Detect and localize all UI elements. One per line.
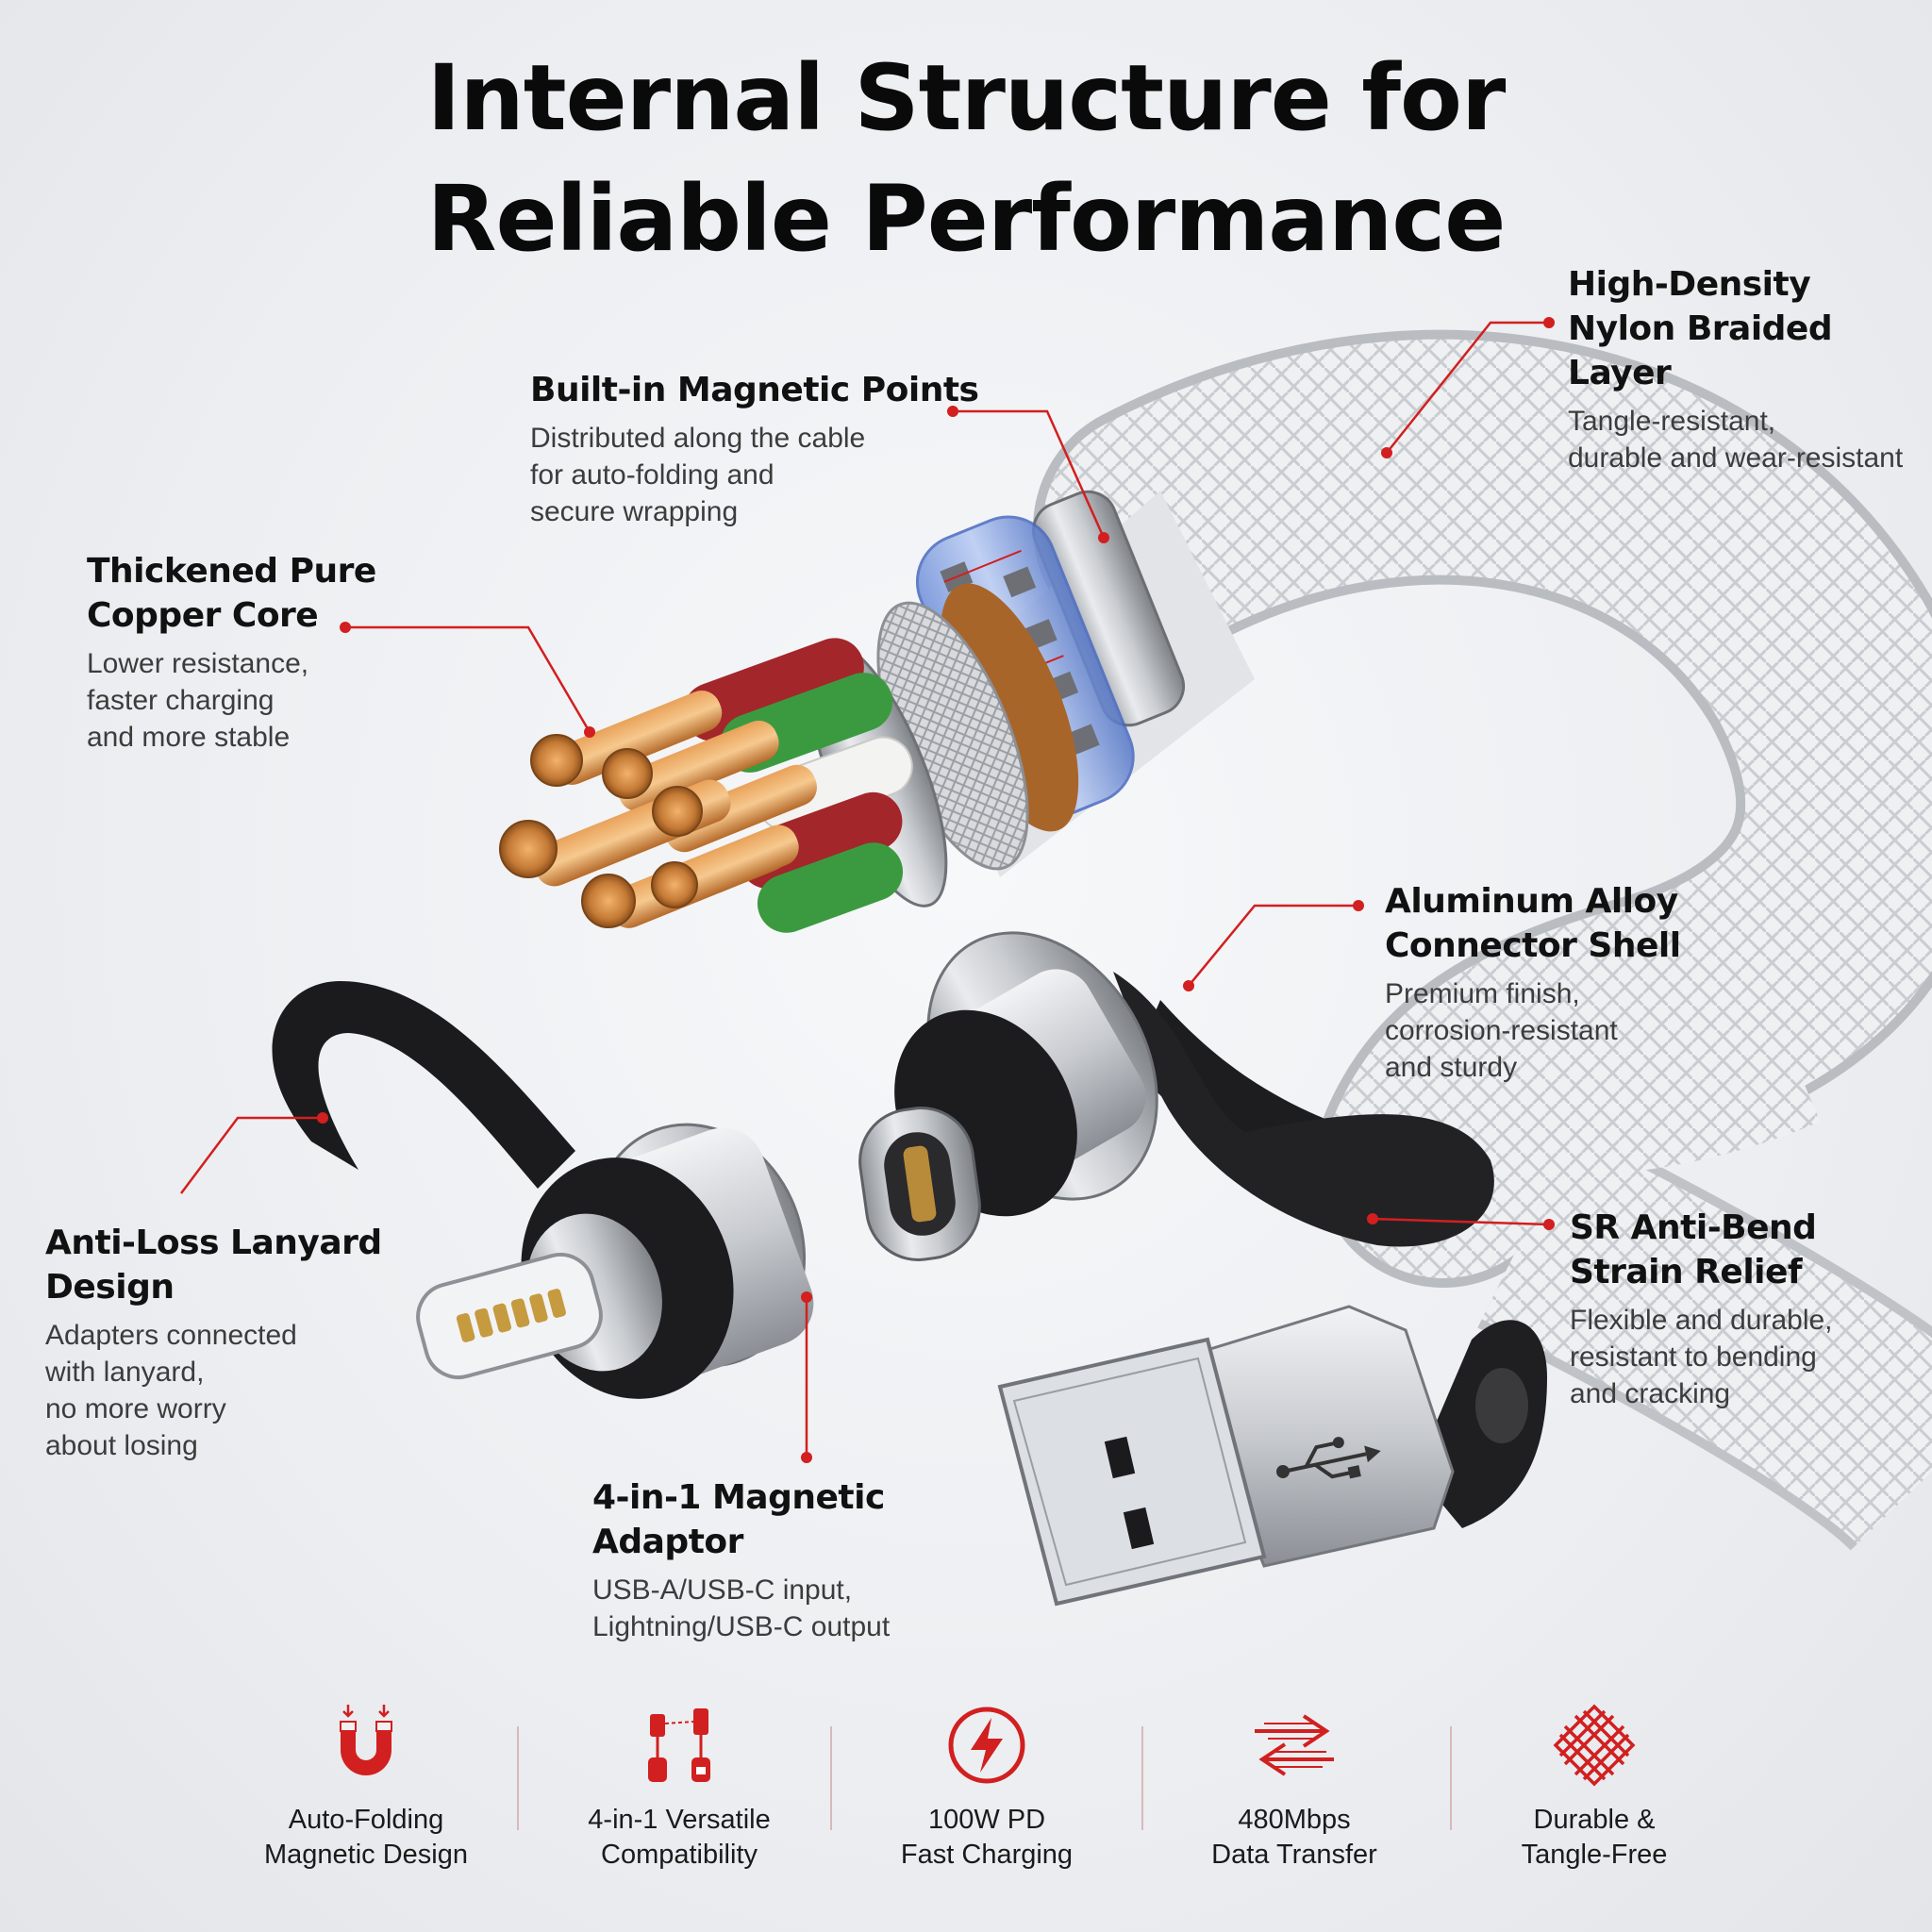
callout-leader-lines <box>180 321 1550 1457</box>
feature-data-transfer: 480Mbps Data Transfer <box>1153 1703 1436 1873</box>
feature-divider <box>517 1726 519 1830</box>
feature-label: 480Mbps Data Transfer <box>1211 1805 1377 1870</box>
callout-copper-core: Thickened Pure Copper Core Lower resista… <box>87 549 376 756</box>
callout-magnetic-points: Built-in Magnetic Points Distributed alo… <box>530 368 979 530</box>
data-transfer-arrows-icon <box>1255 1714 1334 1776</box>
usb-c-connector <box>858 931 1494 1261</box>
callout-description: Flexible and durable, resistant to bendi… <box>1570 1305 1833 1409</box>
title-line-1: Internal Structure for <box>426 45 1507 151</box>
callout-description: Premium finish, corrosion-resistant and … <box>1385 978 1618 1083</box>
callout-title: Anti-Loss Lanyard Design <box>45 1224 382 1307</box>
braid-mesh-icon <box>1553 1704 1636 1787</box>
feature-versatile-compatibility: 4-in-1 Versatile Compatibility <box>538 1703 821 1873</box>
callout-title: SR Anti-Bend Strain Relief <box>1570 1208 1817 1291</box>
callout-title: Aluminum Alloy Connector Shell <box>1385 882 1681 965</box>
callout-description: Tangle-resistant, durable and wear-resis… <box>1568 406 1904 474</box>
callout-description: USB-A/USB-C input, Lightning/USB-C outpu… <box>592 1574 891 1642</box>
feature-label: Durable & Tangle-Free <box>1521 1805 1668 1870</box>
adapters-icon <box>648 1708 710 1782</box>
callout-title: Built-in Magnetic Points <box>530 371 979 409</box>
page-title: Internal Structure for Reliable Performa… <box>0 38 1932 279</box>
callout-description: Lower resistance, faster charging and mo… <box>87 648 309 753</box>
callout-description: Adapters connected with lanyard, no more… <box>45 1320 297 1461</box>
copper-wire-bundles <box>499 691 818 928</box>
callout-title: High-Density Nylon Braided Layer <box>1568 265 1833 392</box>
callout-anti-loss-lanyard: Anti-Loss Lanyard Design Adapters connec… <box>45 1221 382 1464</box>
title-line-2: Reliable Performance <box>426 166 1507 272</box>
feature-divider <box>1141 1726 1143 1830</box>
braided-cable-body <box>1033 329 1932 1553</box>
usb-a-connector <box>997 1305 1547 1607</box>
callout-description: Distributed along the cable for auto-fol… <box>530 423 866 527</box>
feature-label: Auto-Folding Magnetic Design <box>264 1805 468 1870</box>
feature-label: 100W PD Fast Charging <box>900 1805 1074 1870</box>
feature-divider <box>1450 1726 1452 1830</box>
callout-dots <box>317 317 1555 1463</box>
callout-title: Thickened Pure Copper Core <box>87 552 376 635</box>
callout-nylon-braided-layer: High-Density Nylon Braided Layer Tangle-… <box>1568 262 1932 476</box>
feature-auto-folding: Auto-Folding Magnetic Design <box>225 1703 508 1873</box>
feature-durable: Durable & Tangle-Free <box>1453 1703 1736 1873</box>
callout-aluminum-shell: Aluminum Alloy Connector Shell Premium f… <box>1385 879 1681 1086</box>
callout-strain-relief: SR Anti-Bend Strain Relief Flexible and … <box>1570 1206 1833 1412</box>
callout-title: 4-in-1 Magnetic Adaptor <box>592 1478 885 1561</box>
lightning-adapter <box>272 981 814 1399</box>
usb-symbol-icon <box>1276 1437 1381 1479</box>
feature-divider <box>830 1726 832 1830</box>
magnet-icon <box>340 1705 392 1775</box>
lightning-bolt-icon <box>948 1707 1025 1784</box>
cable-cross-section <box>807 490 1255 908</box>
callout-magnetic-adaptor: 4-in-1 Magnetic Adaptor USB-A/USB-C inpu… <box>592 1475 890 1645</box>
feature-label: 4-in-1 Versatile Compatibility <box>588 1805 771 1870</box>
feature-fast-charging: 100W PD Fast Charging <box>845 1703 1128 1873</box>
